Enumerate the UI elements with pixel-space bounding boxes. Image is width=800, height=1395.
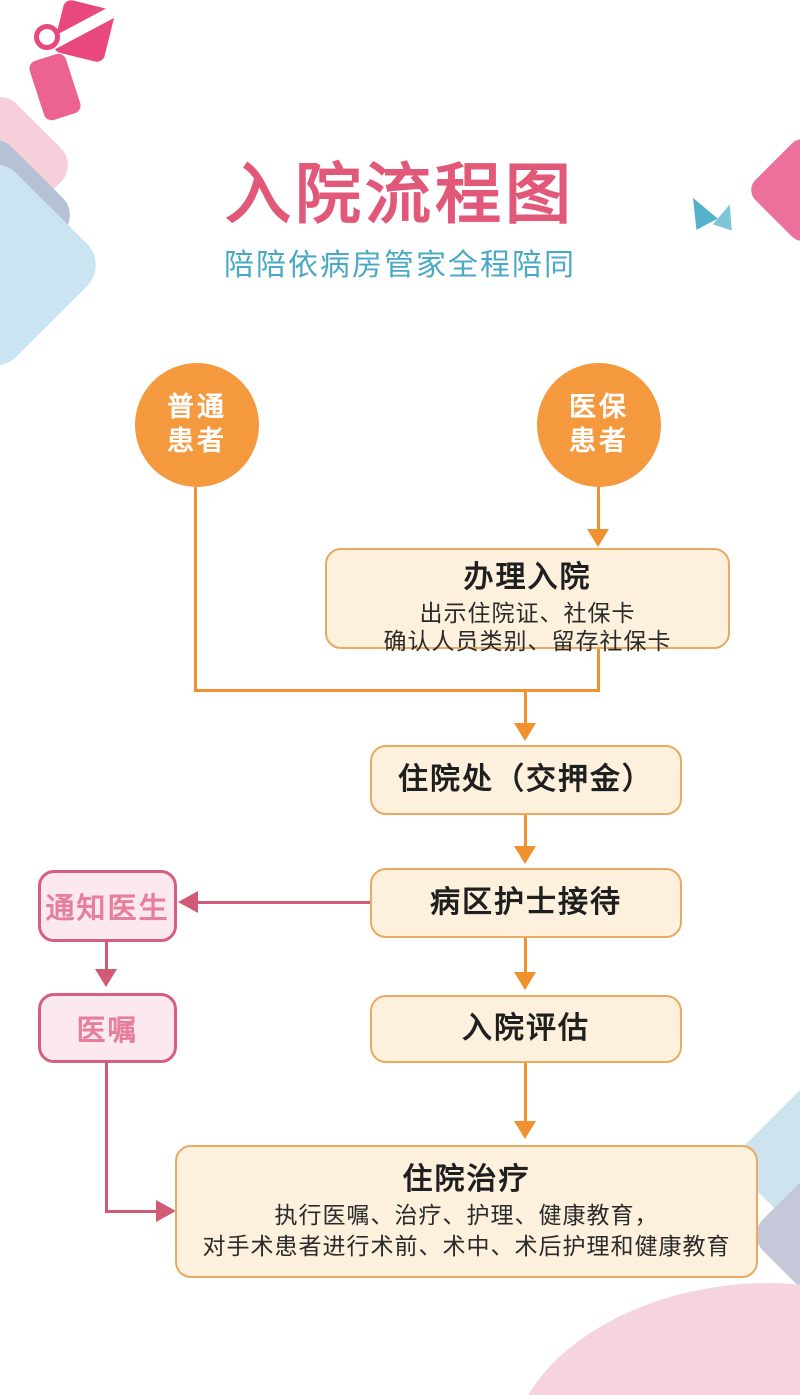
connector-line: [524, 815, 527, 846]
step-desc: 对手术患者进行术前、术中、术后护理和健康教育: [202, 1234, 731, 1260]
start-node-insured-patient: 医保 患者: [537, 363, 661, 487]
step-desc: 执行医嘱、治疗、护理、健康教育，: [274, 1203, 659, 1229]
step-doctor-order: 医嘱: [38, 993, 177, 1063]
connector-line: [524, 692, 527, 724]
step-deposit: 住院处（交押金）: [370, 745, 682, 815]
page-subtitle: 陪陪依病房管家全程陪同: [224, 248, 576, 283]
arrowhead-left-icon: [178, 891, 198, 913]
brush-stroke-decoration: [27, 51, 83, 123]
step-desc: 确认人员类别、留存社保卡: [383, 629, 672, 655]
page-title: 入院流程图: [225, 156, 575, 233]
start-node-label-line: 患者: [167, 426, 227, 457]
arrowhead-right-icon: [156, 1200, 176, 1222]
arrowhead-down-icon: [514, 972, 536, 990]
connector-line: [194, 487, 197, 691]
start-node-label-line: 患者: [569, 426, 629, 457]
arrowhead-down-icon: [514, 723, 536, 741]
connector-line: [194, 689, 600, 692]
step-notify-doctor: 通知医生: [38, 870, 177, 942]
arrowhead-down-icon: [95, 969, 117, 987]
step-title: 通知医生: [45, 891, 170, 925]
connector-line: [105, 942, 108, 970]
step-title: 病区护士接待: [430, 885, 622, 920]
connector-line: [197, 901, 370, 904]
connector-line: [597, 649, 600, 691]
ring-decoration: [34, 24, 60, 50]
step-admission: 办理入院 出示住院证、社保卡 确认人员类别、留存社保卡: [325, 548, 730, 655]
arrowhead-down-icon: [587, 529, 609, 547]
connector-line: [524, 1063, 527, 1121]
step-assessment: 入院评估: [370, 995, 682, 1063]
step-nurse-reception: 病区护士接待: [370, 868, 682, 938]
connector-line: [524, 938, 527, 972]
arrowhead-down-icon: [514, 846, 536, 864]
step-desc: 出示住院证、社保卡: [419, 601, 636, 627]
step-title: 入院评估: [462, 1011, 590, 1046]
start-node-ordinary-patient: 普通 患者: [135, 363, 259, 487]
step-title: 住院治疗: [402, 1162, 531, 1197]
connector-line: [597, 487, 600, 530]
step-treatment: 住院治疗 执行医嘱、治疗、护理、健康教育， 对手术患者进行术前、术中、术后护理和…: [175, 1145, 758, 1278]
start-node-label-line: 医保: [569, 392, 629, 423]
start-node-label-line: 普通: [167, 392, 227, 423]
connector-line: [105, 1063, 108, 1213]
connector-line: [105, 1210, 157, 1213]
arrowhead-down-icon: [514, 1121, 536, 1139]
step-title: 住院处（交押金）: [398, 762, 654, 797]
step-title: 医嘱: [76, 1013, 139, 1047]
step-title: 办理入院: [463, 560, 592, 595]
